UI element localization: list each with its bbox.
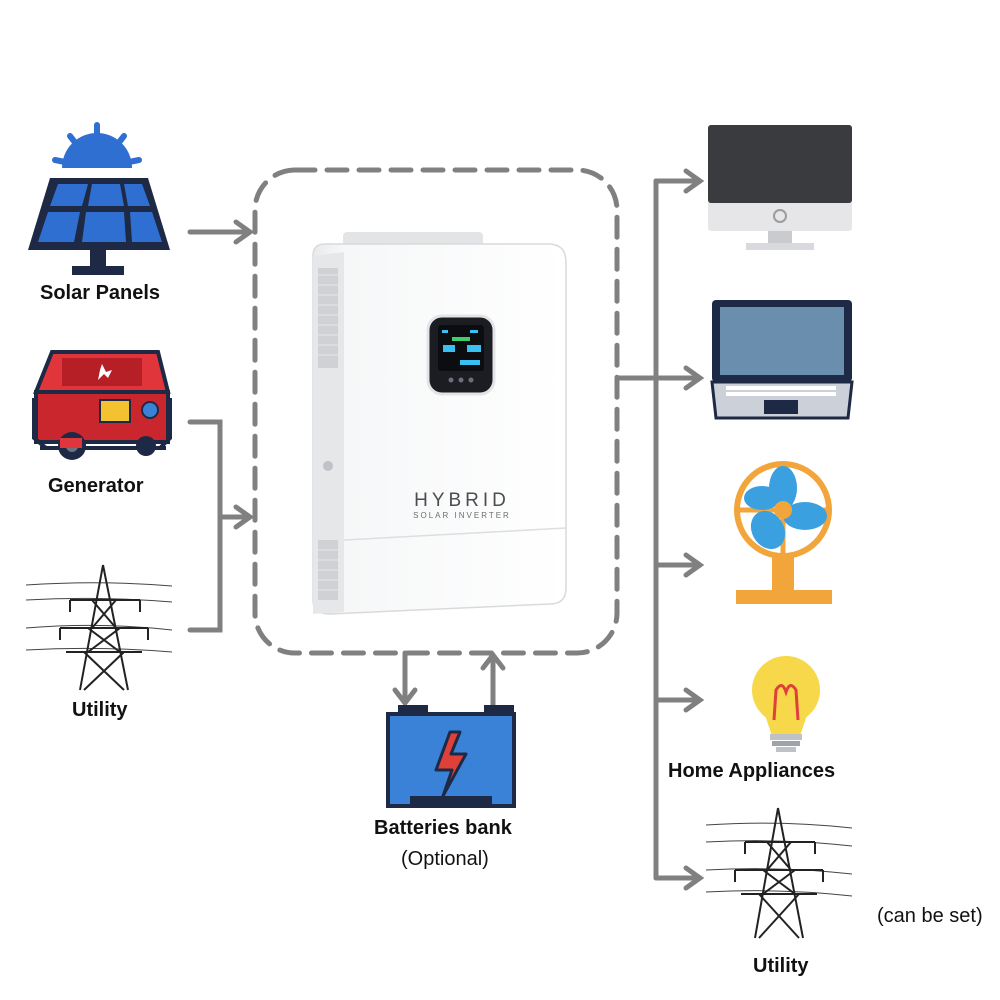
connector-lines [187, 167, 705, 891]
utility-load-label: Utility [753, 955, 809, 977]
solar-panel-icon [28, 122, 170, 275]
home-appliances-label: Home Appliances [668, 760, 836, 782]
laptop-icon [710, 300, 854, 420]
inverter-boundary-dashed [252, 167, 620, 656]
generator-utility-merge [187, 419, 223, 633]
utility-can-be-set-note: (can be set) [877, 905, 983, 927]
solar-panels-label: Solar Panels [40, 282, 161, 304]
monitor-icon [708, 125, 852, 250]
battery-optional-note: (Optional) [401, 848, 489, 870]
generator-icon [32, 350, 172, 460]
hybrid-solar-inverter: HYBRID SOLAR INVERTER [312, 232, 567, 615]
inverter-brand-text: HYBRID [414, 490, 510, 511]
utility-tower-icon-right [705, 807, 853, 939]
light-bulb-icon [752, 656, 820, 752]
utility-tower-icon-left [25, 564, 173, 691]
fan-icon [734, 461, 832, 604]
batteries-bank-label: Batteries bank [374, 817, 512, 839]
battery-icon [386, 705, 516, 808]
generator-label: Generator [48, 475, 144, 497]
inverter-sub-text: SOLAR INVERTER [413, 511, 511, 520]
utility-source-label: Utility [72, 699, 128, 721]
